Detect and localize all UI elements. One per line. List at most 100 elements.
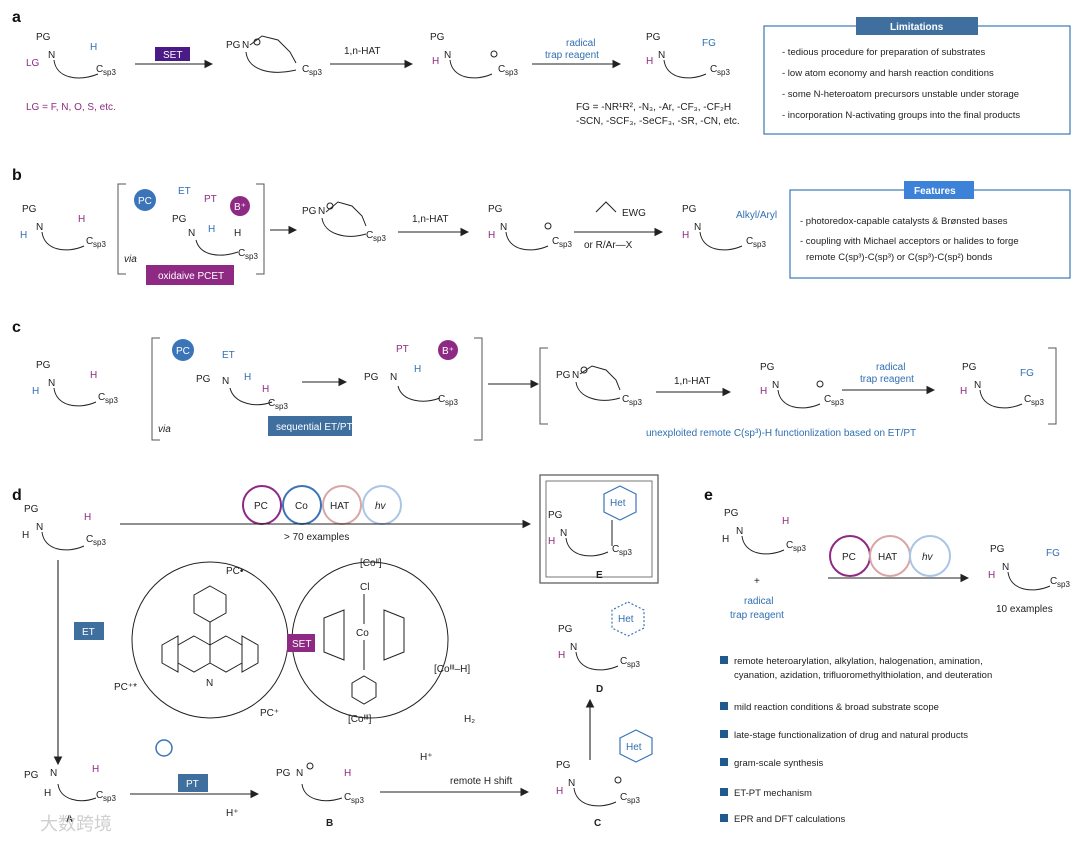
catalyst-circles-e: PC HAT hv: [829, 535, 951, 577]
svg-text:H: H: [682, 230, 689, 241]
pc-circle: [134, 189, 156, 211]
svg-text:C: C: [238, 248, 245, 259]
svg-text:N: N: [1002, 562, 1009, 573]
panel-label-d: d: [12, 487, 22, 504]
svg-text:C: C: [498, 64, 505, 75]
co-ii: [Coᴵᴵ]: [360, 558, 382, 569]
feature-bullet: gram-scale synthesis: [734, 758, 823, 769]
svg-text:N: N: [296, 768, 303, 779]
svg-text:N: N: [736, 526, 743, 537]
svg-text:PG: PG: [24, 770, 39, 781]
svg-text:N: N: [188, 228, 195, 239]
svg-text:sequential ET/PT: sequential ET/PT: [276, 422, 353, 433]
svg-text:N: N: [36, 222, 43, 233]
svg-text:PG: PG: [556, 760, 571, 771]
svg-text:PG: PG: [22, 204, 37, 215]
svg-text:sp3: sp3: [351, 796, 364, 805]
svg-text:sp3: sp3: [93, 240, 106, 249]
svg-text:sp3: sp3: [103, 794, 116, 803]
svg-text:N: N: [974, 380, 981, 391]
pc-star: PC⁺*: [114, 682, 137, 693]
feature-item: - coupling with Michael acceptors or hal…: [800, 236, 1019, 247]
svg-text:PT: PT: [396, 344, 409, 355]
set-badge-d: [287, 634, 315, 652]
feature-bullet: late-stage functionalization of drug and…: [734, 730, 968, 741]
feature-item: - photoredox-capable catalysts & Brønste…: [800, 216, 1008, 227]
svg-text:EWG: EWG: [622, 208, 646, 219]
svg-text:radical: radical: [566, 38, 595, 49]
svg-text:H: H: [22, 530, 29, 541]
svg-text:FG: FG: [1020, 368, 1034, 379]
svg-text:N: N: [772, 380, 779, 391]
svg-text:sp3: sp3: [93, 538, 106, 547]
svg-text:C: C: [620, 792, 627, 803]
etpt-badge: [268, 416, 352, 436]
feature-bullet: remote heteroarylation, alkylation, halo…: [734, 656, 983, 667]
svg-text:N: N: [570, 642, 577, 653]
svg-text:N: N: [500, 222, 507, 233]
svg-text:FG: FG: [702, 38, 716, 49]
svg-text:hv: hv: [375, 501, 387, 512]
svg-text:trap reagent: trap reagent: [860, 374, 914, 385]
svg-text:H⁺: H⁺: [226, 808, 239, 819]
reagent-line-2: trap reagent: [730, 610, 784, 621]
svg-text:sp3: sp3: [1031, 398, 1044, 407]
svg-text:sp3: sp3: [103, 68, 116, 77]
svg-text:H: H: [556, 786, 563, 797]
svg-text:E: E: [596, 570, 603, 581]
svg-text:ET: ET: [82, 627, 95, 638]
limitation-item: - incorporation N-activating groups into…: [782, 110, 1020, 121]
svg-text:H: H: [344, 768, 351, 779]
co-iii: [Coᴵᴵᴵ]: [348, 714, 372, 725]
co-iii-h: [Coᴵᴵᴵ–H]: [434, 664, 470, 675]
pt-badge-d: [178, 774, 208, 792]
svg-text:PG: PG: [760, 362, 775, 373]
reagent-line-1: radical: [744, 596, 773, 607]
svg-text:C: C: [98, 392, 105, 403]
examples-d: > 70 examples: [284, 532, 349, 543]
svg-text:H: H: [960, 386, 967, 397]
svg-text:via: via: [124, 254, 137, 265]
svg-text:C: C: [1024, 394, 1031, 405]
svg-text:sp3: sp3: [753, 240, 766, 249]
pcet-badge: [146, 265, 234, 285]
catalyst-circles-d: PC Co HAT hv: [242, 485, 402, 525]
et-badge-d: [74, 622, 104, 640]
lg-definition: LG = F, N, O, S, etc.: [26, 102, 116, 113]
svg-text:Het: Het: [610, 498, 626, 509]
svg-text:H: H: [20, 230, 27, 241]
panel-label-b: b: [12, 167, 22, 184]
acridinium-structure: N: [161, 585, 259, 689]
limitation-item: - some N-heteroatom precursors unstable …: [782, 89, 1019, 100]
svg-text:H: H: [84, 512, 91, 523]
panel-label-e: e: [704, 487, 713, 504]
svg-text:trap reagent: trap reagent: [545, 50, 599, 61]
svg-text:Co: Co: [356, 628, 369, 639]
svg-text:sp3: sp3: [831, 398, 844, 407]
svg-text:N: N: [658, 50, 665, 61]
svg-text:PG: PG: [36, 32, 51, 43]
svg-text:PG: PG: [962, 362, 977, 373]
svg-text:sp3: sp3: [1057, 580, 1070, 589]
svg-text:PG: PG: [276, 768, 291, 779]
svg-text:H: H: [722, 534, 729, 545]
svg-text:sp3: sp3: [505, 68, 518, 77]
svg-text:N: N: [48, 378, 55, 389]
examples-e: 10 examples: [996, 604, 1053, 615]
svg-text:C: C: [86, 534, 93, 545]
svg-text:C: C: [438, 394, 445, 405]
svg-text:N: N: [222, 376, 229, 387]
svg-text:C: C: [620, 656, 627, 667]
svg-text:FG: FG: [1046, 548, 1060, 559]
svg-text:1,n-HAT: 1,n-HAT: [412, 214, 449, 225]
